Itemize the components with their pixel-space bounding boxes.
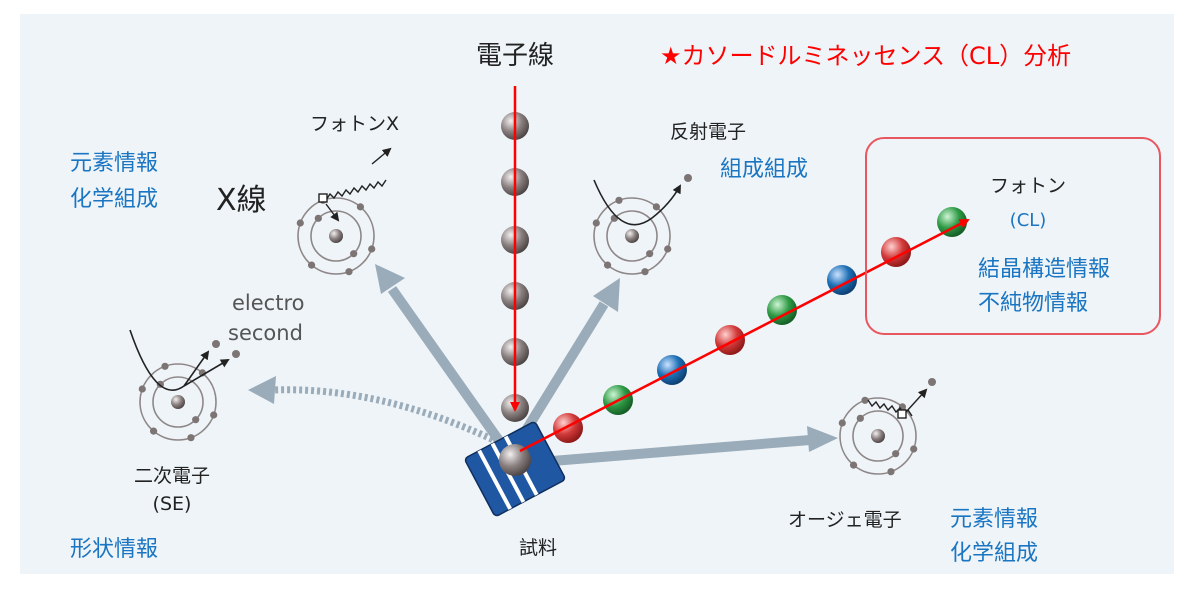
xray-label: X線 — [216, 183, 267, 218]
beam-label: 電子線 — [476, 41, 554, 71]
cl-photon-trail — [553, 207, 967, 443]
diagram-stage: 電子線 ★カソードルミネッセンス（CL）分析 フォトンX X線 元素情報 化学組… — [20, 14, 1174, 574]
secondary-note-line1: electro — [232, 291, 304, 315]
xray-info-line1: 元素情報 — [70, 151, 158, 176]
xray-photon-wave — [318, 147, 392, 222]
impact-point — [499, 444, 531, 476]
xray-atom — [296, 196, 376, 276]
auger-info-line1: 元素情報 — [950, 507, 1038, 532]
auger-emission-arrow — [539, 435, 811, 467]
cl-photon-ball-1 — [553, 413, 583, 443]
cl-info-line1: 結晶構造情報 — [978, 257, 1110, 282]
backscatter-info: 組成組成 — [720, 157, 808, 182]
cl-title: ★カソードルミネッセンス（CL）分析 — [660, 42, 1071, 70]
cl-info-line2: 不純物情報 — [978, 291, 1088, 316]
xray-info-line2: 化学組成 — [70, 187, 158, 212]
secondary-note-line2: second — [228, 321, 303, 345]
secondary-label: 二次電子 — [134, 465, 210, 487]
emission-arrows — [248, 264, 838, 467]
backscatter-emission-arrow — [515, 301, 609, 443]
cl-photon-ball-3 — [657, 355, 687, 385]
cl-photon-ball-5 — [767, 295, 797, 325]
auger-label: オージェ電子 — [788, 509, 902, 531]
backscatter-atom — [592, 196, 672, 276]
cl-analysis-diagram: 電子線 ★カソードルミネッセンス（CL）分析 フォトンX X線 元素情報 化学組… — [20, 14, 1174, 574]
secondary-abbr: (SE) — [153, 493, 192, 515]
backscatter-label: 反射電子 — [670, 121, 746, 143]
secondary-trajectory — [129, 329, 240, 391]
backscatter-arrowhead — [593, 278, 620, 312]
labels: 電子線 ★カソードルミネッセンス（CL）分析 フォトンX X線 元素情報 化学組… — [70, 41, 1110, 566]
photon-label: フォトン — [990, 175, 1066, 197]
photon-x-label: フォトンX — [310, 113, 399, 135]
auger-arrowhead — [807, 426, 838, 452]
backscatter-trajectory — [593, 174, 692, 226]
cl-photon-ball-4 — [715, 325, 745, 355]
photon-abbr: (CL) — [1010, 210, 1047, 231]
auger-info-line2: 化学組成 — [950, 541, 1038, 566]
auger-photon-wave — [867, 378, 936, 419]
cl-photon-ball-8 — [937, 207, 967, 237]
cl-photon-ball-7 — [881, 237, 911, 267]
xray-arrowhead — [375, 264, 405, 294]
cl-info-box — [865, 137, 1161, 335]
secondary-info: 形状情報 — [70, 537, 158, 562]
electron-beam — [501, 112, 529, 422]
xray-emission-arrow — [387, 286, 505, 445]
secondary-emission-arrow — [271, 386, 500, 446]
secondary-arrowhead — [248, 376, 276, 404]
sample-label: 試料 — [519, 537, 557, 559]
auger-atom — [838, 396, 918, 476]
cl-photon-arrow — [519, 218, 970, 453]
